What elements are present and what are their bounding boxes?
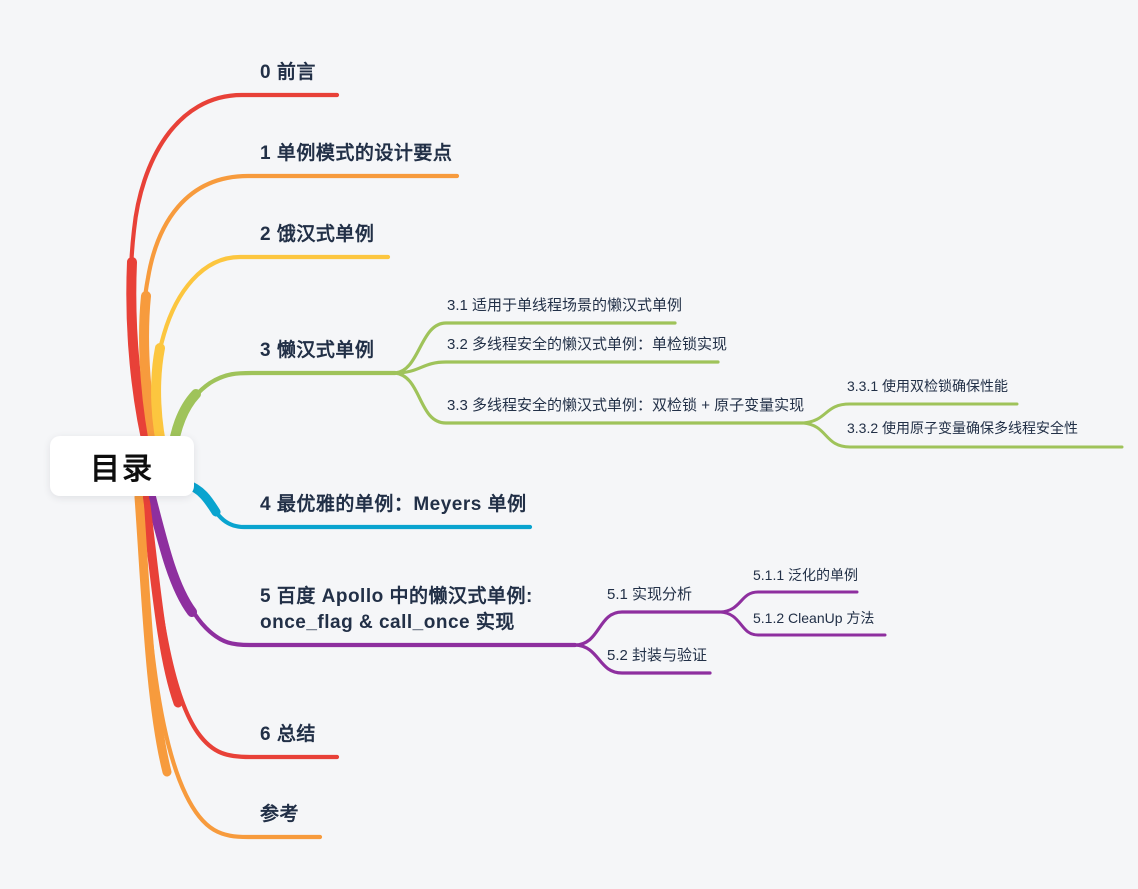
node-3-3-label[interactable]: 3.3 多线程安全的懒汉式单例：双检锁 + 原子变量实现 xyxy=(447,397,805,414)
branch-5-curve xyxy=(148,494,578,648)
node-5-1-1-label[interactable]: 5.1.1 泛化的单例 xyxy=(753,567,859,583)
branch-5-grandchild-1-curve xyxy=(718,610,887,637)
branch-3-child-2-curve xyxy=(393,371,805,425)
node-3-1-label[interactable]: 3.1 适用于单线程场景的懒汉式单例 xyxy=(447,297,683,314)
node-5-label[interactable]: 5 百度 Apollo 中的懒汉式单例: once_flag & call_on… xyxy=(260,584,533,636)
node-2-label[interactable]: 2 饿汉式单例 xyxy=(260,224,375,245)
node-5-1-2-label[interactable]: 5.1.2 CleanUp 方法 xyxy=(753,610,875,626)
node-4-label[interactable]: 4 最优雅的单例：Meyers 单例 xyxy=(260,494,527,515)
branch-3-grandchild-0-curve xyxy=(801,402,1019,425)
node-0-label[interactable]: 0 前言 xyxy=(260,62,316,83)
node-7-label[interactable]: 参考 xyxy=(260,804,300,825)
branch-2-curve xyxy=(153,254,391,461)
node-6-label[interactable]: 6 总结 xyxy=(260,724,316,745)
node-5-1-label[interactable]: 5.1 实现分析 xyxy=(607,586,693,603)
branch-5-child-0-curve xyxy=(573,610,722,647)
branch-0-curve xyxy=(128,92,340,459)
branch-4-curve xyxy=(183,481,533,530)
node-3-label[interactable]: 3 懒汉式单例 xyxy=(260,340,375,361)
branch-3-grandchild-1-curve xyxy=(801,421,1124,449)
branch-7-curve xyxy=(136,494,323,840)
branch-5-child-1-curve xyxy=(573,643,712,675)
root-node-label: 目录 xyxy=(90,453,154,486)
node-1-label[interactable]: 1 单例模式的设计要点 xyxy=(260,143,453,164)
branch-6-curve xyxy=(142,494,340,760)
branch-3-child-1-curve xyxy=(393,360,720,375)
node-3-3-1-label[interactable]: 3.3.1 使用双检锁确保性能 xyxy=(847,378,1009,394)
root-node[interactable]: 目录 xyxy=(50,436,194,496)
branch-3-child-0-curve xyxy=(393,321,677,375)
node-3-2-label[interactable]: 3.2 多线程安全的懒汉式单例：单检锁实现 xyxy=(447,336,728,353)
branch-3-curve xyxy=(169,370,398,456)
node-5-2-label[interactable]: 5.2 封装与验证 xyxy=(607,647,708,664)
branch-1-curve xyxy=(140,173,460,461)
node-3-3-2-label[interactable]: 3.3.2 使用原子变量确保多线程安全性 xyxy=(847,420,1079,436)
branch-5-grandchild-0-curve xyxy=(718,590,859,614)
node-5-label-line1: 5 百度 Apollo 中的懒汉式单例: xyxy=(260,586,533,607)
node-5-label-line2: once_flag & call_once 实现 xyxy=(260,612,515,633)
